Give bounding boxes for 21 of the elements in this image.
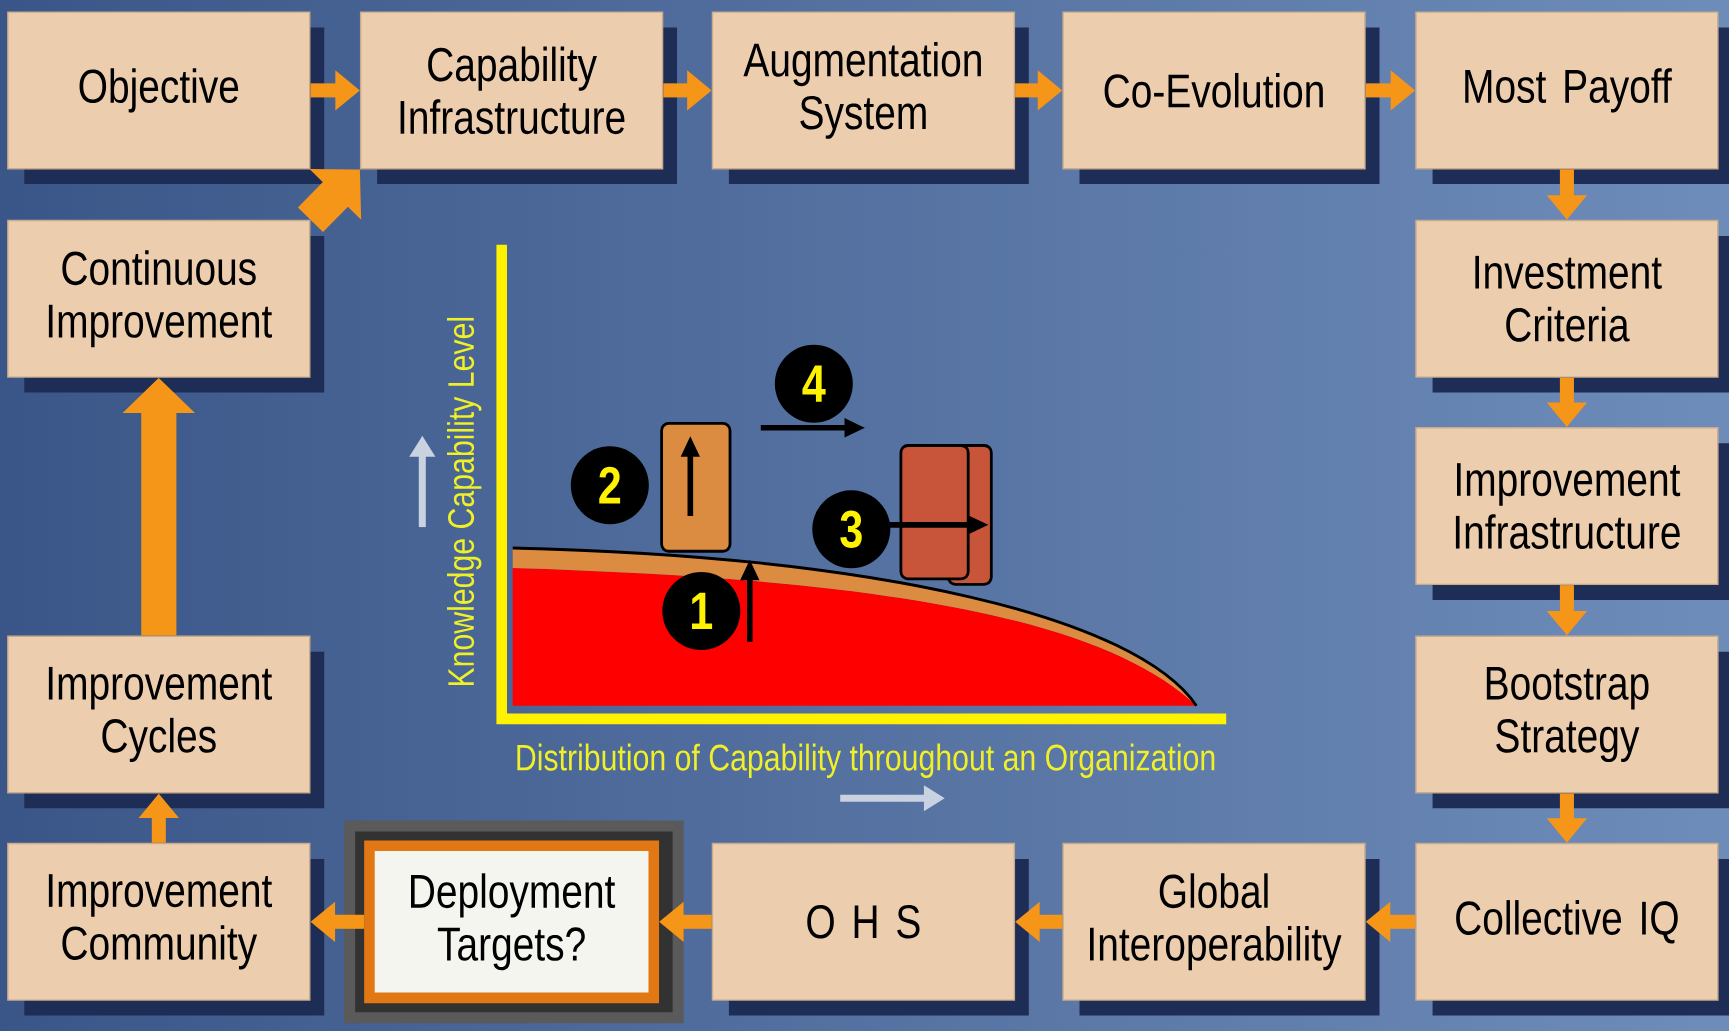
process-box: Global Interoperability — [1062, 842, 1380, 1016]
callout-number: 2 — [570, 446, 649, 525]
process-box: Most Payoff — [1415, 11, 1729, 185]
process-box: O H S — [711, 842, 1029, 1016]
process-box: Objective — [7, 11, 325, 185]
process-box: Improvement Cycles — [7, 635, 325, 809]
axis-label: Knowledge Capability Level — [447, 317, 482, 686]
process-box: Improvement Infrastructure — [1415, 427, 1729, 600]
callout-number: 1 — [662, 571, 741, 650]
process-box: Continuous Improvement — [7, 219, 325, 393]
process-box: Bootstrap Strategy — [1415, 635, 1729, 809]
axis-label: Distribution of Capability throughout an Organization — [517, 743, 1215, 778]
callout-number: 4 — [774, 344, 853, 423]
process-box: Collective IQ — [1415, 842, 1729, 1016]
process-box: Capability Infrastructure — [359, 11, 677, 185]
callout-number: 3 — [812, 490, 891, 569]
process-box: Improvement Community — [7, 842, 325, 1016]
highlighted-box: Deployment Targets? — [344, 820, 684, 1024]
process-box: Co-Evolution — [1062, 11, 1380, 185]
process-box: Investment Criteria — [1415, 219, 1729, 393]
process-box: Augmentation System — [711, 11, 1029, 185]
